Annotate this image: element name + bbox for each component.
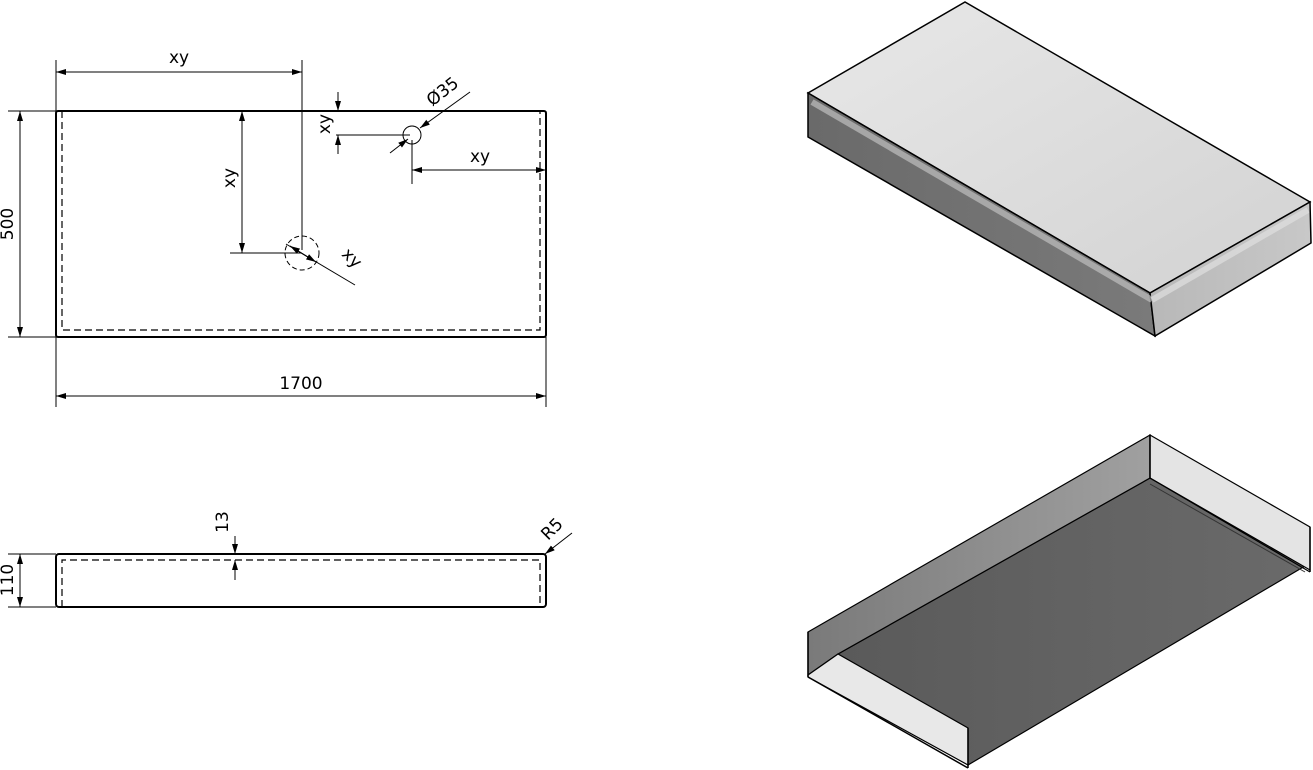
side-view-outline — [55, 553, 547, 608]
iso-view-top — [806, 1, 1312, 338]
drain-hole — [284, 235, 320, 271]
top-view-outline — [55, 110, 547, 338]
iso-right-face — [1149, 200, 1312, 338]
dim-text-thickness-13: 13 — [213, 511, 233, 533]
dim-text-height-110: 110 — [0, 564, 18, 596]
dim-text-xy-top: xy — [169, 48, 189, 68]
dim-text-length-1700: 1700 — [279, 374, 322, 394]
dim-text-xy-vertical: xy — [220, 168, 240, 188]
dim-text-xy-diag: xy — [337, 244, 365, 272]
dim-text-xy-hole-offset: xy — [315, 114, 335, 134]
tap-hole — [402, 125, 422, 145]
iso-view-bottom — [807, 433, 1311, 769]
side-view-inner-dashed — [61, 559, 541, 607]
dim-text-height-500: 500 — [0, 208, 18, 240]
dim-text-diameter: Ø35 — [423, 73, 463, 110]
top-view-inner-dashed — [61, 111, 541, 331]
top-view: xy xy xy xy Ø35 xy 500 1700 — [0, 48, 547, 407]
dim-text-xy-right: xy — [470, 147, 490, 167]
side-view: 13 R5 110 — [0, 511, 573, 608]
